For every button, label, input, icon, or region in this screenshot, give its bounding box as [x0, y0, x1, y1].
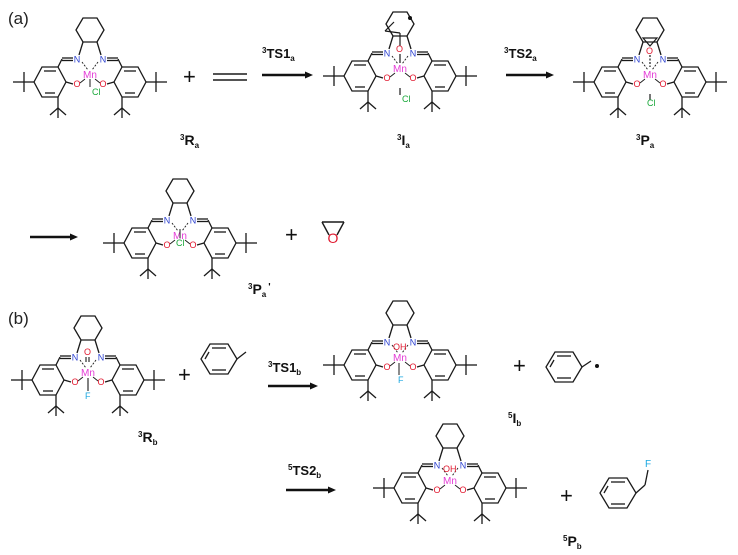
ts2b-label: 5TS2b — [288, 463, 321, 480]
reaction-arrow-ts1b — [268, 382, 318, 390]
plus-sign: + — [285, 222, 298, 247]
plus-sign: + — [560, 483, 573, 508]
hydroxo-group: OH — [443, 464, 457, 474]
panel-b-label: (b) — [8, 309, 29, 328]
label-5Ib: 5Ib — [508, 410, 521, 428]
chlorine-atom: Cl — [176, 238, 185, 248]
ts1a-label: 3TS1a — [262, 46, 295, 63]
epoxide-oxygen-atom: O — [328, 230, 339, 246]
benzyl-radical-molecule — [545, 351, 592, 383]
oxo-oxygen-atom: O — [84, 347, 91, 357]
plus-sign: + — [513, 353, 526, 378]
reaction-arrow-ts2a — [506, 71, 554, 79]
plus-sign: + — [178, 362, 191, 387]
ethylene-oxide-molecule: O — [321, 221, 345, 246]
epoxide-oxygen-atom: O — [646, 46, 653, 56]
plus-sign: + — [183, 64, 196, 89]
label-5Pb: 5Pb — [563, 533, 582, 551]
reaction-arrow-ts1a — [262, 71, 313, 79]
reaction-arrow-ts2b — [286, 486, 336, 494]
reaction-arrow-release — [30, 233, 78, 241]
label-3Pa-prime: 3Pa' — [248, 281, 271, 299]
complex-3Rb — [10, 315, 166, 417]
toluene-molecule — [200, 343, 247, 375]
ts1b-label: 3TS1b — [268, 360, 301, 377]
fluorine-atom: F — [85, 391, 91, 401]
chlorine-atom: Cl — [402, 94, 411, 104]
label-3Ra: 3Ra — [180, 132, 200, 150]
fluorine-atom: F — [398, 375, 404, 385]
benzyl-fluoride-molecule — [599, 469, 649, 509]
ts2a-label: 3TS2a — [504, 46, 537, 63]
chlorine-atom: Cl — [647, 98, 656, 108]
complex-3Ra — [12, 17, 168, 119]
label-3Ia: 3Ia — [397, 132, 410, 150]
hydroxo-group: OH — [393, 342, 407, 352]
chlorine-atom: Cl — [92, 87, 101, 97]
oxo-oxygen-atom: O — [396, 44, 403, 54]
panel-a-label: (a) — [8, 9, 29, 28]
ethylene-molecule — [213, 73, 247, 81]
label-3Pa: 3Pa — [636, 132, 655, 150]
complex-5Pb — [372, 423, 528, 525]
label-3Rb: 3Rb — [138, 429, 158, 447]
fluorine-atom: F — [645, 459, 651, 470]
